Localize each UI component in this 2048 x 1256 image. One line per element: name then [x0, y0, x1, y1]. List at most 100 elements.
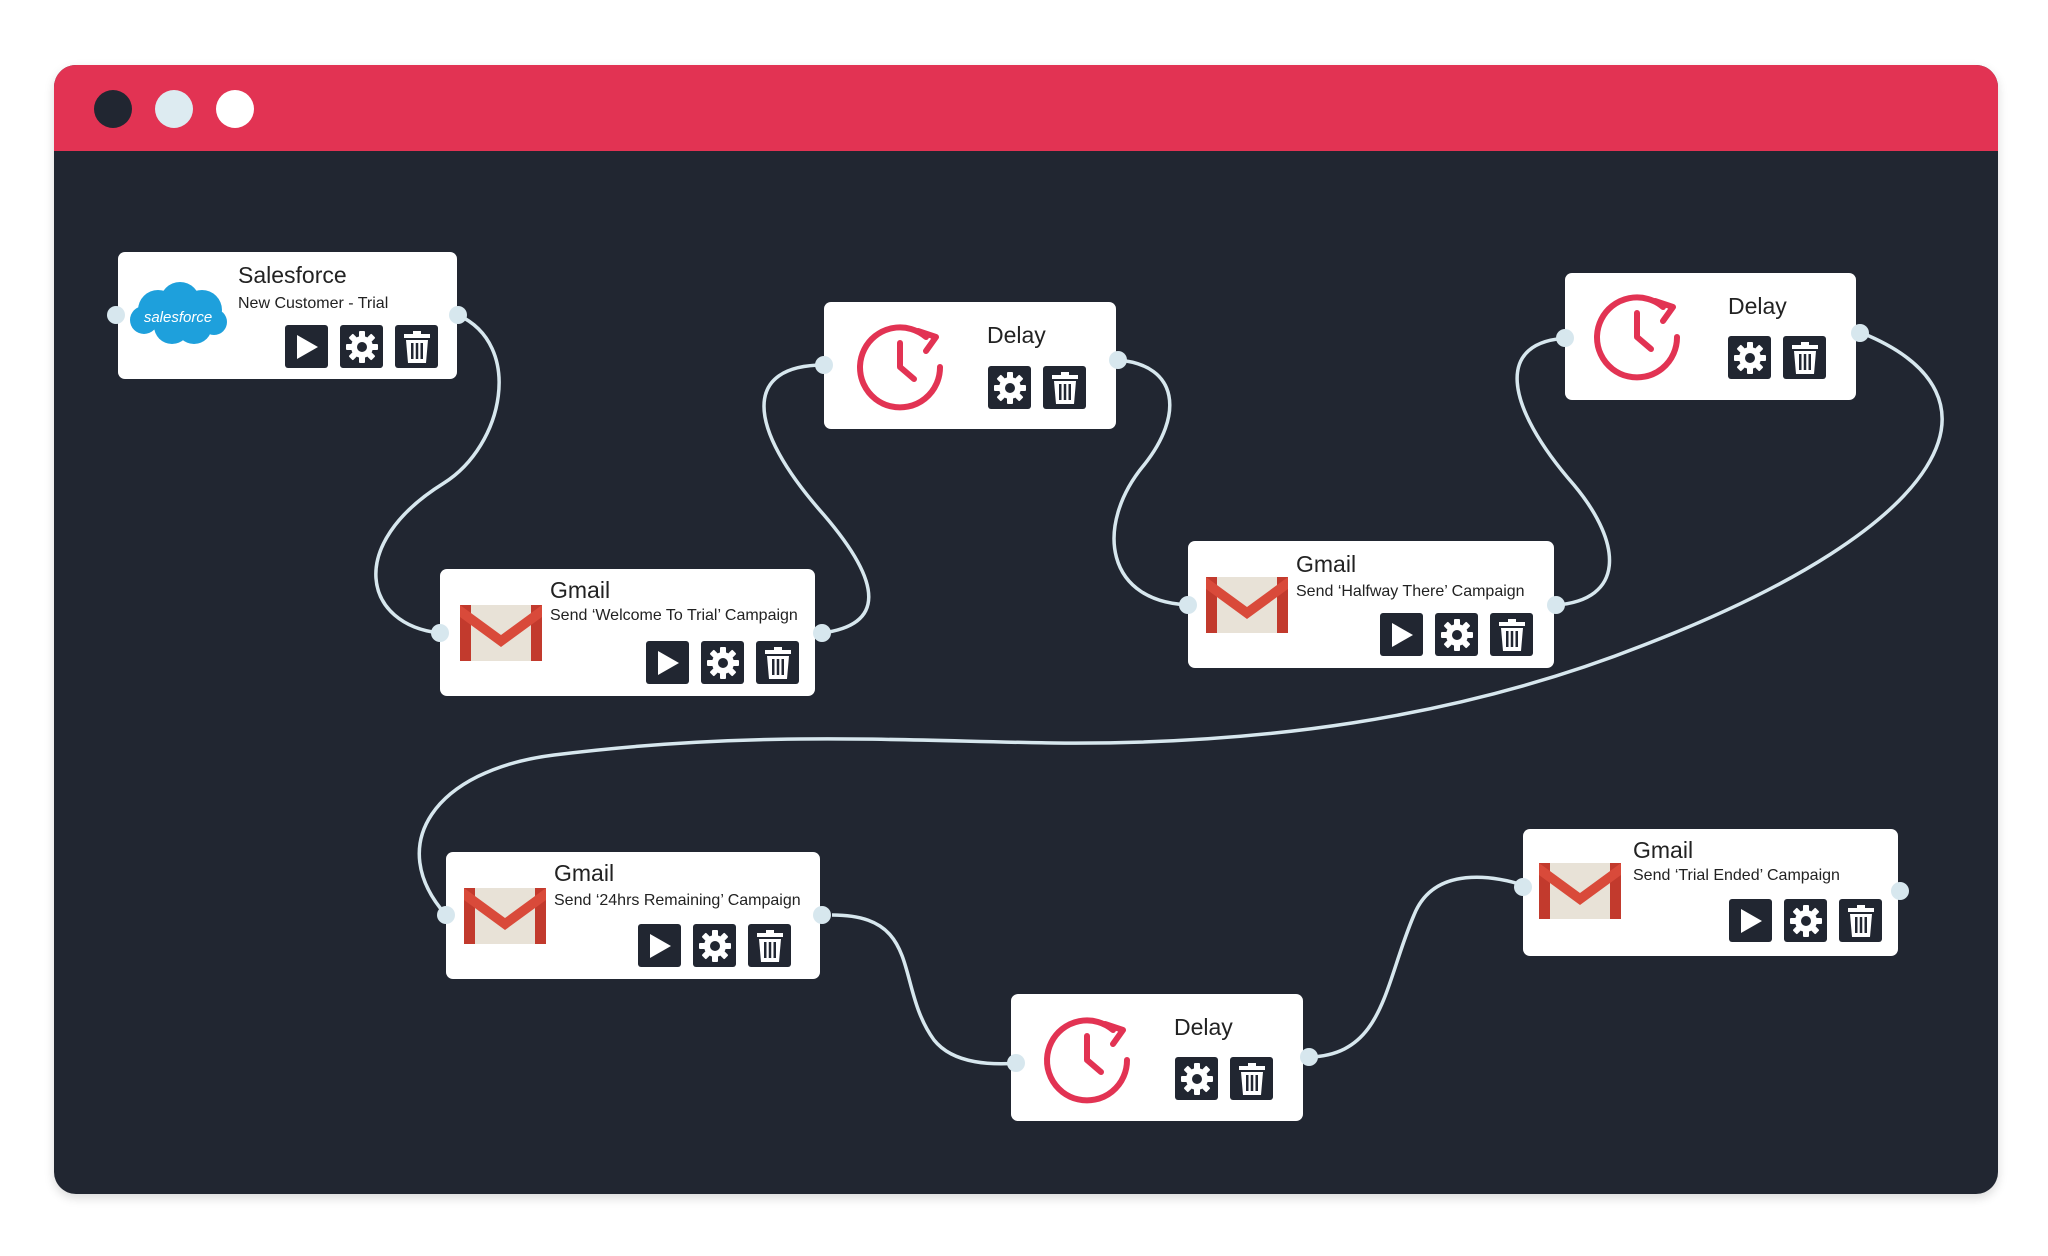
delay1-output-port[interactable]	[1109, 351, 1127, 369]
settings-button[interactable]	[988, 366, 1031, 409]
settings-button[interactable]	[1435, 613, 1478, 656]
minimize-dot[interactable]	[155, 90, 193, 128]
24hrs-output-port[interactable]	[813, 906, 831, 924]
wire-24hrs-to-delay3	[831, 913, 1021, 1066]
clock-icon	[1591, 287, 1691, 388]
welcome-input-port[interactable]	[431, 624, 449, 642]
connection-wires	[374, 313, 1944, 1066]
node-subtitle: Send ‘Halfway There’ Campaign	[1296, 583, 1525, 600]
delay-node-3[interactable]: Delay	[1011, 994, 1303, 1121]
trash-icon	[1498, 618, 1525, 651]
salesforce-logo-text: salesforce	[144, 309, 212, 326]
play-icon	[1391, 622, 1413, 647]
clock-icon	[1041, 1010, 1141, 1111]
delay2-output-port[interactable]	[1851, 324, 1869, 342]
play-button[interactable]	[1729, 899, 1772, 942]
node-title: Gmail	[554, 860, 615, 886]
salesforce-node[interactable]: salesforce Salesforce New Customer - Tri…	[118, 252, 457, 379]
trash-icon	[1238, 1062, 1265, 1095]
play-button[interactable]	[646, 641, 689, 684]
gmail-icon	[458, 601, 544, 668]
clock-icon	[854, 317, 954, 418]
delete-button[interactable]	[1839, 899, 1882, 942]
ended-output-port[interactable]	[1891, 882, 1909, 900]
play-icon	[649, 933, 671, 958]
wire-delay3-to-ended	[1308, 875, 1530, 1059]
wire-delay1-to-halfway	[1112, 358, 1195, 607]
gear-icon	[1180, 1062, 1213, 1095]
node-subtitle: Send ‘Welcome To Trial’ Campaign	[550, 607, 798, 624]
gmail-welcome-node[interactable]: Gmail Send ‘Welcome To Trial’ Campaign	[440, 569, 815, 696]
node-title: Gmail	[550, 577, 611, 603]
delay-node-2[interactable]: Delay	[1565, 273, 1856, 400]
trash-icon	[403, 330, 430, 363]
gmail-ended-node[interactable]: Gmail Send ‘Trial Ended’ Campaign	[1523, 829, 1898, 956]
halfway-output-port[interactable]	[1547, 596, 1565, 614]
wire-delay2-to-24hrs	[417, 331, 1944, 917]
node-title: Salesforce	[238, 262, 347, 288]
gmail-halfway-node[interactable]: Gmail Send ‘Halfway There’ Campaign	[1188, 541, 1554, 668]
node-title: Delay	[1728, 293, 1787, 319]
node-subtitle: Send ‘Trial Ended’ Campaign	[1633, 867, 1840, 884]
gmail-icon	[1537, 859, 1623, 926]
gear-icon	[345, 330, 378, 363]
gmail-24hrs-node[interactable]: Gmail Send ‘24hrs Remaining’ Campaign	[446, 852, 820, 979]
ended-input-port[interactable]	[1514, 878, 1532, 896]
trash-icon	[1847, 904, 1874, 937]
welcome-output-port[interactable]	[813, 624, 831, 642]
delete-button[interactable]	[1043, 366, 1086, 409]
salesforce-input-port[interactable]	[107, 306, 125, 324]
delay-node-1[interactable]: Delay	[824, 302, 1116, 429]
gear-icon	[1440, 618, 1473, 651]
settings-button[interactable]	[1784, 899, 1827, 942]
play-button[interactable]	[1380, 613, 1423, 656]
delete-button[interactable]	[1490, 613, 1533, 656]
node-actions	[646, 641, 799, 684]
node-actions	[285, 325, 438, 368]
node-title: Delay	[1174, 1014, 1233, 1040]
settings-button[interactable]	[340, 325, 383, 368]
salesforce-cloud-icon: salesforce	[128, 278, 228, 355]
halfway-input-port[interactable]	[1179, 596, 1197, 614]
play-icon	[296, 334, 318, 359]
delete-button[interactable]	[1230, 1057, 1273, 1100]
gear-icon	[1789, 904, 1822, 937]
delay3-output-port[interactable]	[1300, 1048, 1318, 1066]
delete-button[interactable]	[1783, 336, 1826, 379]
delay1-input-port[interactable]	[815, 356, 833, 374]
gear-icon	[706, 646, 739, 679]
close-dot[interactable]	[94, 90, 132, 128]
play-button[interactable]	[285, 325, 328, 368]
delete-button[interactable]	[395, 325, 438, 368]
play-button[interactable]	[638, 924, 681, 967]
delete-button[interactable]	[756, 641, 799, 684]
node-title: Delay	[987, 322, 1046, 348]
node-actions	[1380, 613, 1533, 656]
maximize-dot[interactable]	[216, 90, 254, 128]
settings-button[interactable]	[693, 924, 736, 967]
node-subtitle: Send ‘24hrs Remaining’ Campaign	[554, 892, 801, 909]
node-actions	[638, 924, 791, 967]
delete-button[interactable]	[748, 924, 791, 967]
delay3-input-port[interactable]	[1007, 1054, 1025, 1072]
settings-button[interactable]	[701, 641, 744, 684]
play-icon	[657, 650, 679, 675]
wire-halfway-to-delay2	[1515, 336, 1612, 607]
node-actions	[1728, 336, 1826, 379]
node-title: Gmail	[1296, 551, 1357, 577]
trash-icon	[1791, 341, 1818, 374]
delay2-input-port[interactable]	[1556, 329, 1574, 347]
trash-icon	[1051, 371, 1078, 404]
gmail-icon	[1204, 573, 1290, 640]
node-actions	[988, 366, 1086, 409]
24hrs-input-port[interactable]	[437, 906, 455, 924]
salesforce-output-port[interactable]	[449, 306, 467, 324]
settings-button[interactable]	[1728, 336, 1771, 379]
gear-icon	[993, 371, 1026, 404]
play-icon	[1740, 908, 1762, 933]
gear-icon	[1733, 341, 1766, 374]
node-actions	[1175, 1057, 1273, 1100]
settings-button[interactable]	[1175, 1057, 1218, 1100]
trash-icon	[756, 929, 783, 962]
node-title: Gmail	[1633, 837, 1694, 863]
